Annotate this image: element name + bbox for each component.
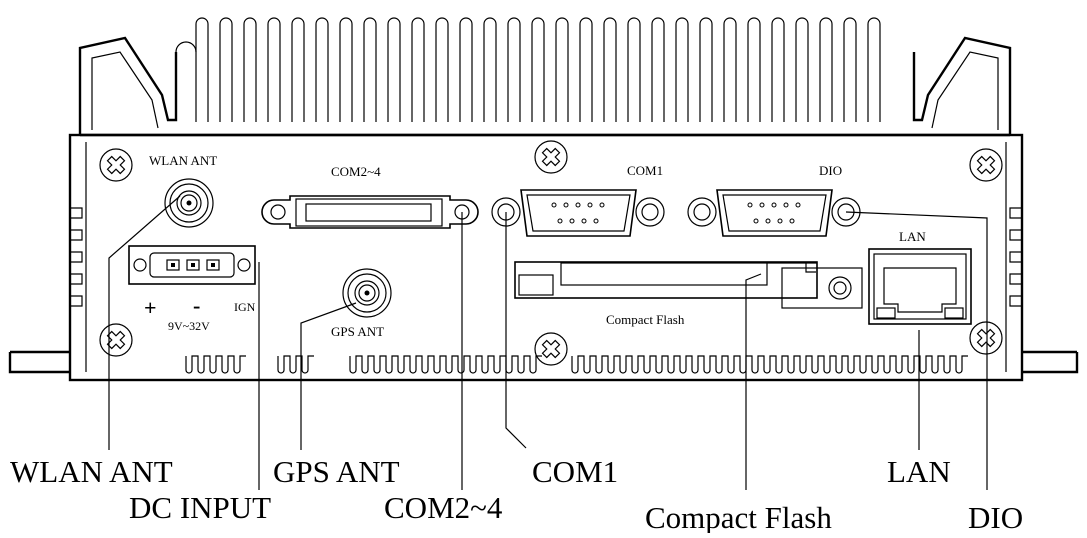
plus-label: + — [144, 295, 157, 320]
wlan-ant-panel-label: WLAN ANT — [149, 153, 217, 168]
callout-com2-4: COM2~4 — [384, 490, 503, 525]
dio-panel-label: DIO — [819, 163, 842, 178]
screw-icon — [99, 148, 133, 182]
leader-lines — [108, 195, 988, 490]
gps-antenna-connector — [342, 268, 392, 318]
lan-rj45-port — [868, 248, 972, 325]
screw-icon — [969, 321, 1003, 355]
chassis — [8, 133, 1079, 382]
screw-icon — [534, 140, 568, 174]
lan-panel-label: LAN — [899, 229, 926, 244]
compact-flash-slot — [514, 261, 863, 309]
com1-db9-connector — [491, 189, 665, 237]
voltage-label: 9V~32V — [168, 319, 210, 333]
callout-compact-flash: Compact Flash — [645, 500, 832, 533]
ign-label: IGN — [234, 300, 256, 314]
minus-label: - — [193, 293, 200, 318]
com2-4-connector — [261, 195, 479, 229]
callout-dio: DIO — [968, 500, 1023, 533]
gps-ant-panel-label: GPS ANT — [331, 324, 384, 339]
callout-gps-ant: GPS ANT — [273, 454, 400, 489]
com1-panel-label: COM1 — [627, 163, 663, 178]
dio-db9-connector — [687, 189, 861, 237]
callout-wlan-ant: WLAN ANT — [10, 454, 173, 489]
callout-dc-input: DC INPUT — [129, 490, 271, 525]
com2-4-panel-label: COM2~4 — [331, 164, 381, 179]
callout-lan: LAN — [887, 454, 951, 489]
screws — [99, 140, 1003, 366]
screw-icon — [969, 148, 1003, 182]
compact-flash-panel-label: Compact Flash — [606, 312, 685, 327]
callout-com1: COM1 — [532, 454, 618, 489]
screw-icon — [99, 323, 133, 357]
screw-icon — [534, 332, 568, 366]
dc-input-terminal — [128, 245, 256, 285]
heatsink-fins — [78, 17, 1012, 137]
wlan-antenna-connector — [164, 178, 214, 228]
